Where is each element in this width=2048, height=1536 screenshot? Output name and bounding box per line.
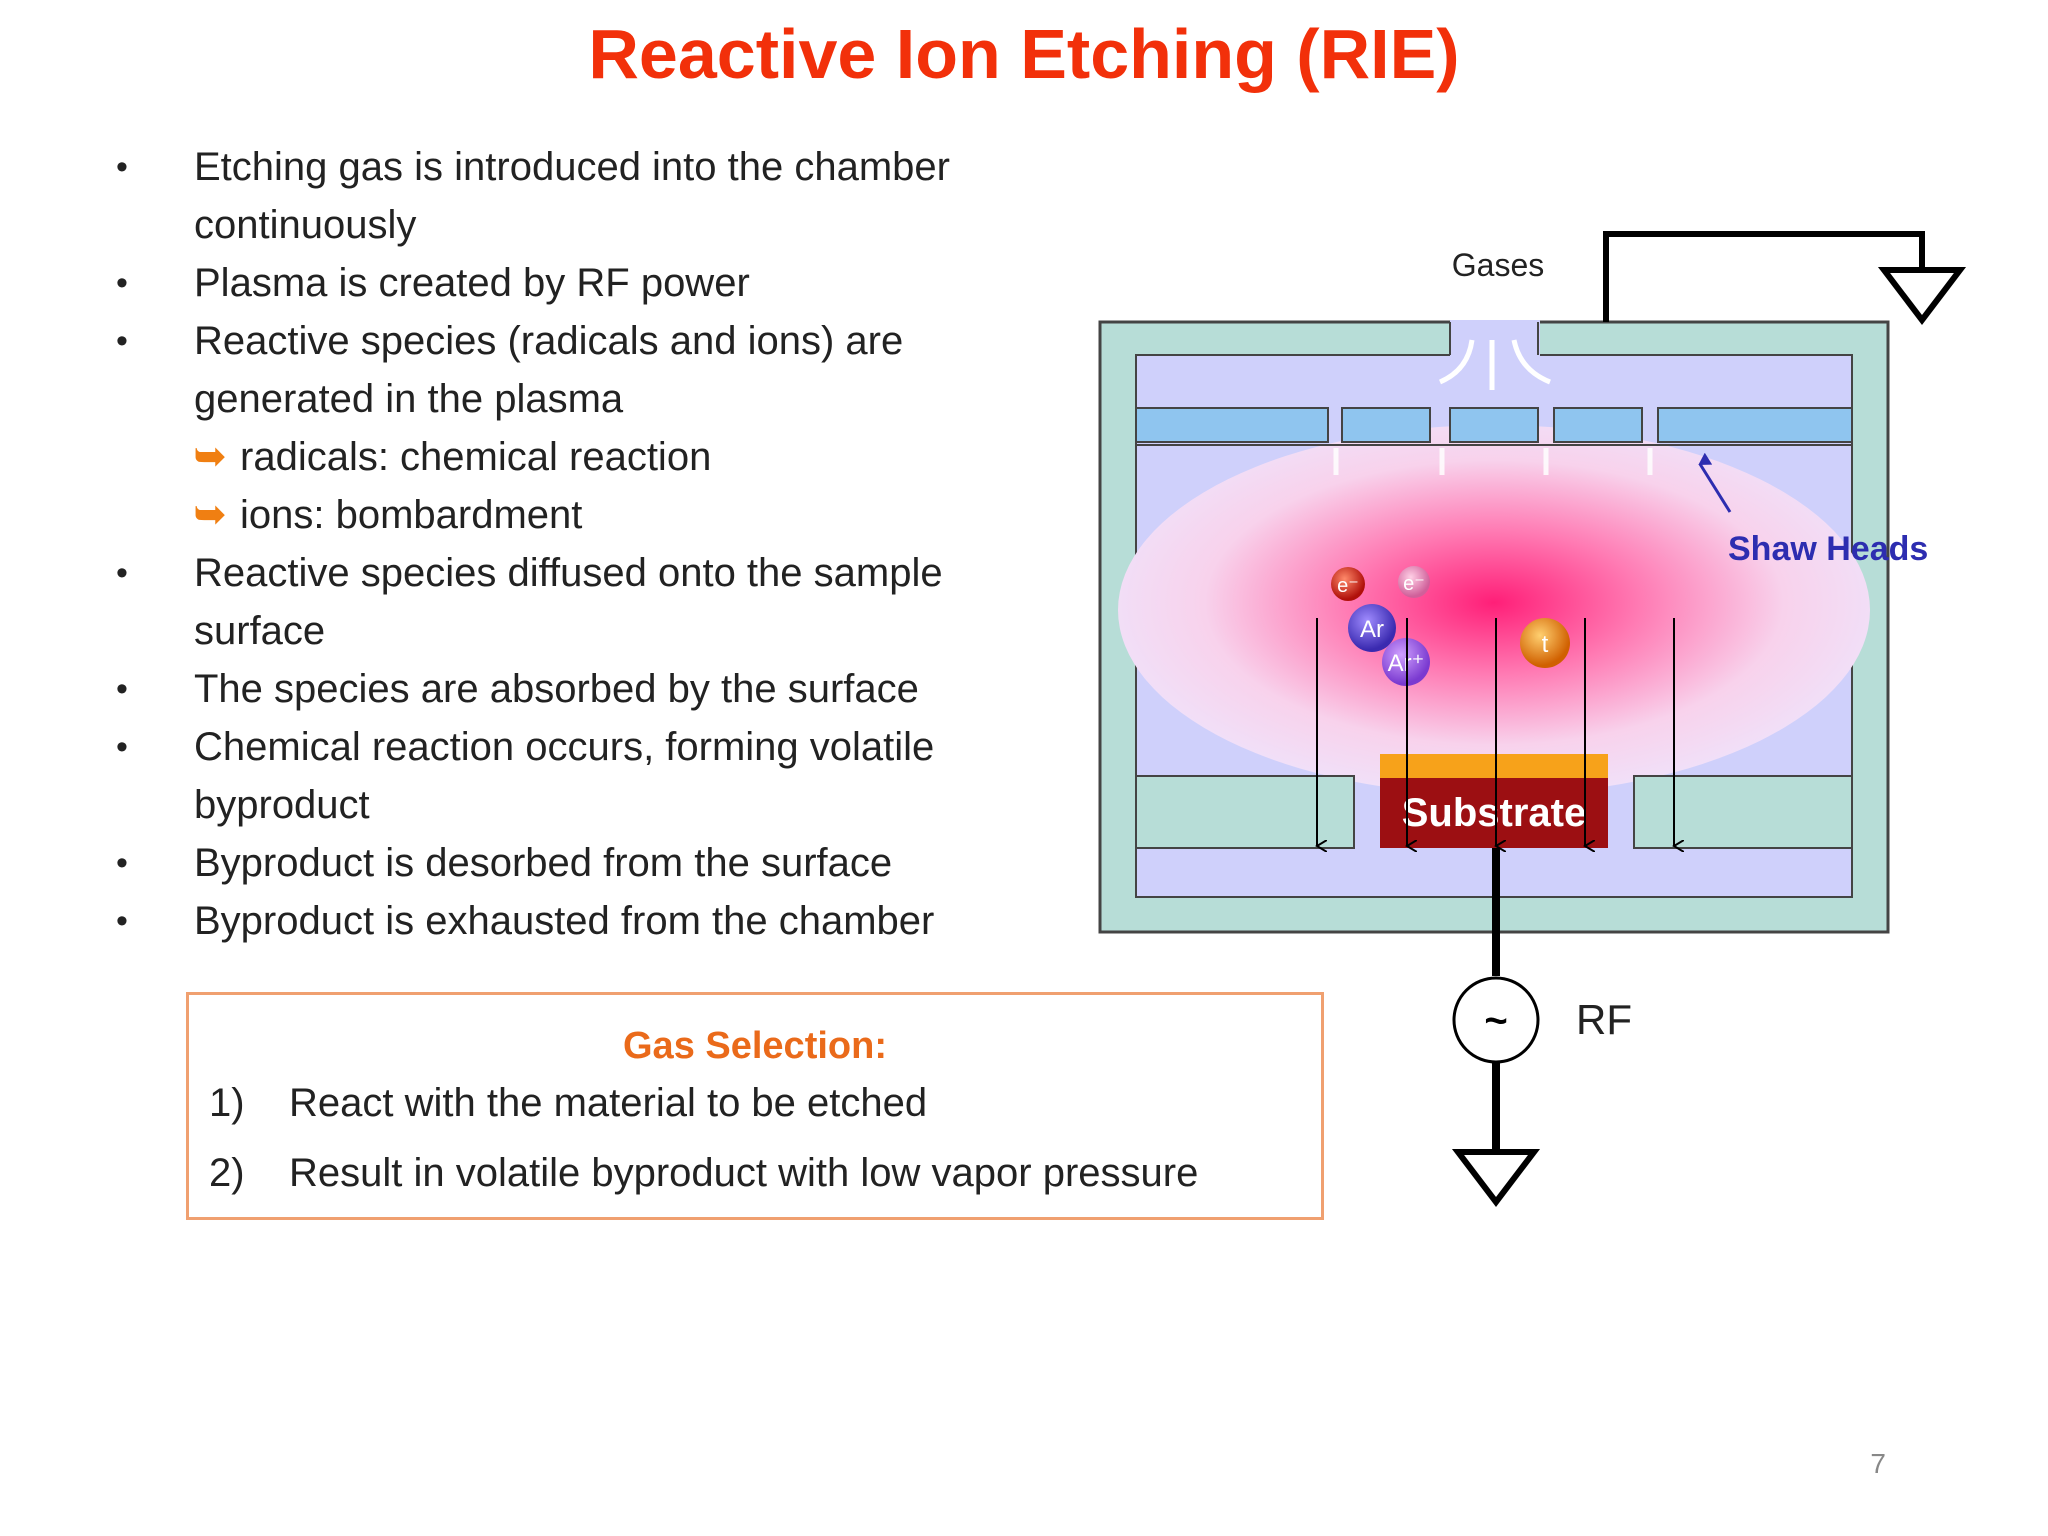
bullet-list: • Etching gas is introduced into the cha… xyxy=(108,138,1008,950)
bullet-dot: • xyxy=(116,902,128,940)
bullet-dot: • xyxy=(116,554,128,592)
bullet-dot: • xyxy=(116,264,128,302)
bullet-item: • Etching gas is introduced into the cha… xyxy=(108,138,1008,254)
bullet-dot: • xyxy=(116,728,128,766)
showerhead-segment xyxy=(1449,407,1539,443)
ground-symbol-top xyxy=(1877,267,1967,325)
bullet-dot: • xyxy=(116,322,128,360)
shower-flow-arrows xyxy=(1333,448,1653,475)
lower-electrode-right xyxy=(1633,775,1853,849)
ground-wire-top xyxy=(1603,231,1925,322)
bullet-text: Chemical reaction occurs, forming volati… xyxy=(194,725,935,769)
showerhead-segment xyxy=(1341,407,1431,443)
gas-inlet xyxy=(1450,320,1540,358)
sub-arrow-icon: ➥ xyxy=(194,436,226,478)
gas-selection-item: 1) React with the material to be etched xyxy=(209,1081,927,1126)
neutral-label: t xyxy=(1542,631,1549,658)
showerhead-segment xyxy=(1553,407,1643,443)
gas-flow-arrow xyxy=(1511,339,1551,385)
item-number: 2) xyxy=(209,1151,245,1195)
bullet-item: • Byproduct is exhausted from the chambe… xyxy=(108,892,1008,950)
gas-selection-title: Gas Selection: xyxy=(623,1025,887,1067)
argon-particle xyxy=(1348,604,1396,652)
showerhead-segment xyxy=(1657,407,1853,443)
bullet-text: Reactive species (radicals and ions) are xyxy=(194,319,904,363)
sub-bullet-item: ➥ radicals: chemical reaction xyxy=(108,428,1008,486)
sub-bullet-text: ions: bombardment xyxy=(240,493,583,537)
ground-symbol-bottom xyxy=(1451,1149,1541,1207)
bullet-text: continuously xyxy=(194,203,417,247)
bullet-text: byproduct xyxy=(194,783,370,827)
slide-title: Reactive Ion Etching (RIE) xyxy=(588,15,1460,93)
bullet-text: surface xyxy=(194,609,326,653)
bullet-dot: • xyxy=(116,844,128,882)
showerhead-pointer-arrow xyxy=(1698,452,1732,513)
electron-particle xyxy=(1331,567,1365,601)
showerhead-label: Shaw Heads xyxy=(1728,530,1928,568)
bullet-item: • Byproduct is desorbed from the surface xyxy=(108,834,1008,892)
bullet-text: The species are absorbed by the surface xyxy=(194,667,919,711)
bullet-item: • Plasma is created by RF power xyxy=(108,254,1008,312)
item-text: React with the material to be etched xyxy=(289,1081,928,1125)
bullet-text: Etching gas is introduced into the chamb… xyxy=(194,145,950,189)
page-number: 7 xyxy=(1870,1448,1886,1479)
sub-bullet-text: radicals: chemical reaction xyxy=(240,435,712,479)
sub-bullet-item: ➥ ions: bombardment xyxy=(108,486,1008,544)
argon-label: Ar xyxy=(1360,616,1384,643)
bullet-item: • Reactive species (radicals and ions) a… xyxy=(108,312,1008,428)
electron-label: e⁻ xyxy=(1337,575,1359,597)
bullet-text: Byproduct is exhausted from the chamber xyxy=(194,899,935,943)
ion-flux-arrows xyxy=(1317,618,1674,846)
plasma-glow xyxy=(1118,425,1870,795)
electron-label: e⁻ xyxy=(1403,573,1425,595)
bullet-text: Reactive species diffused onto the sampl… xyxy=(194,551,943,595)
sub-arrow-icon: ➥ xyxy=(194,494,226,536)
lower-electrode-left xyxy=(1135,775,1355,849)
gas-flow-arrow xyxy=(1438,339,1475,385)
rie-chamber-diagram: Substrate e⁻ e⁻ Ar Ar⁺ t Shaw Heads Gase… xyxy=(1098,231,1967,1207)
gas-selection-item: 2) Result in volatile byproduct with low … xyxy=(209,1151,1198,1196)
bullet-dot: • xyxy=(116,148,128,186)
bullet-item: • The species are absorbed by the surfac… xyxy=(108,660,1008,718)
gas-selection-box: Gas Selection: 1) React with the material… xyxy=(186,992,1324,1220)
item-text: Result in volatile byproduct with low va… xyxy=(289,1151,1199,1195)
bullet-text: Byproduct is desorbed from the surface xyxy=(194,841,893,885)
rf-label: RF xyxy=(1576,996,1632,1043)
showerhead-segment xyxy=(1135,407,1329,443)
item-number: 1) xyxy=(209,1081,245,1125)
bullet-dot: • xyxy=(116,670,128,708)
substrate xyxy=(1380,778,1608,848)
neutral-particle xyxy=(1520,618,1570,668)
substrate-top-layer xyxy=(1380,754,1608,778)
substrate-label: Substrate xyxy=(1402,791,1587,835)
electron-particle xyxy=(1398,566,1430,598)
bullet-text: generated in the plasma xyxy=(194,377,624,421)
bullet-item: • Reactive species diffused onto the sam… xyxy=(108,544,1008,660)
gases-label: Gases xyxy=(1452,247,1544,283)
bullet-item: • Chemical reaction occurs, forming vola… xyxy=(108,718,1008,834)
rf-source-symbol: ~ xyxy=(1484,999,1507,1043)
bullet-text: Plasma is created by RF power xyxy=(194,261,750,305)
